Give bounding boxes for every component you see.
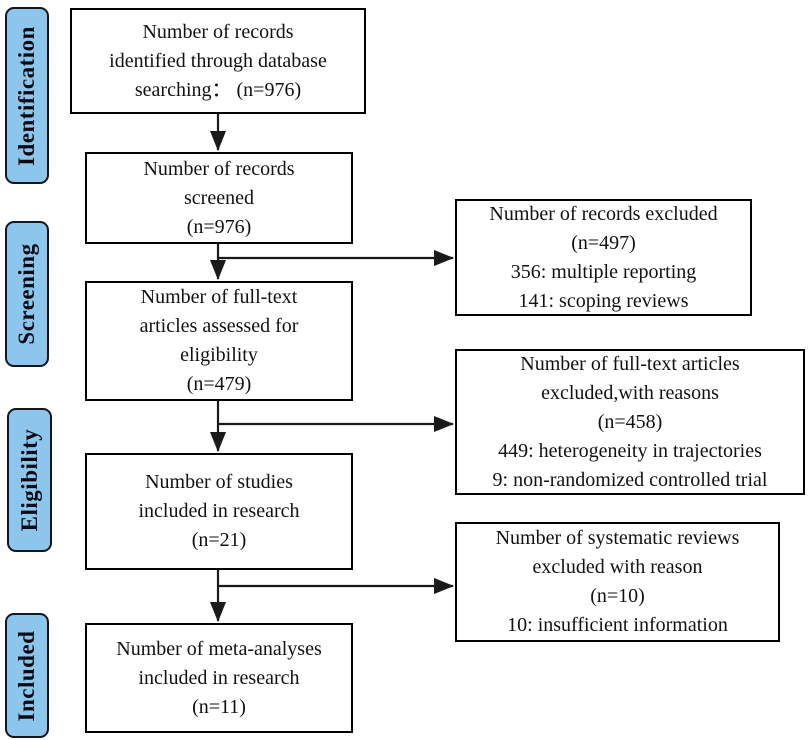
flow-box-records-identified: Number of records identified through dat… — [70, 8, 366, 114]
flow-box-fulltext-assessed: Number of full-text articles assessed fo… — [85, 281, 353, 401]
stage-label-eligibility-text: Eligibility — [16, 428, 42, 532]
stage-label-identification: Identification — [5, 7, 49, 184]
stage-label-screening-text: Screening — [14, 243, 39, 345]
flow-box-records-screened: Number of records screened (n=976) — [85, 152, 353, 244]
flow-box-studies-included-text: Number of studies included in research (… — [138, 471, 300, 551]
exclusion-box-fulltext-text: Number of full-text articles excluded,wi… — [492, 352, 768, 491]
flow-box-records-identified-text: Number of records identified through dat… — [109, 20, 327, 101]
exclusion-box-fulltext: Number of full-text articles excluded,wi… — [455, 349, 805, 495]
stage-label-eligibility: Eligibility — [7, 408, 52, 552]
flow-box-metaanalyses-included-text: Number of meta-analyses included in rese… — [116, 637, 322, 718]
stage-label-identification-text: Identification — [14, 25, 39, 166]
stage-label-screening: Screening — [5, 221, 49, 367]
stage-label-included-text: Included — [14, 630, 39, 721]
flow-box-studies-included: Number of studies included in research (… — [85, 453, 353, 570]
flow-box-metaanalyses-included: Number of meta-analyses included in rese… — [85, 623, 353, 733]
exclusion-box-systematic-reviews-text: Number of systematic reviews excluded wi… — [495, 527, 740, 636]
stage-label-included: Included — [5, 613, 49, 738]
exclusion-box-records: Number of records excluded (n=497) 356: … — [455, 199, 752, 316]
flow-box-records-screened-text: Number of records screened (n=976) — [143, 157, 295, 238]
exclusion-box-systematic-reviews: Number of systematic reviews excluded wi… — [455, 522, 780, 642]
flow-box-fulltext-assessed-text: Number of full-text articles assessed fo… — [139, 286, 299, 395]
exclusion-box-records-text: Number of records excluded (n=497) 356: … — [489, 202, 718, 312]
